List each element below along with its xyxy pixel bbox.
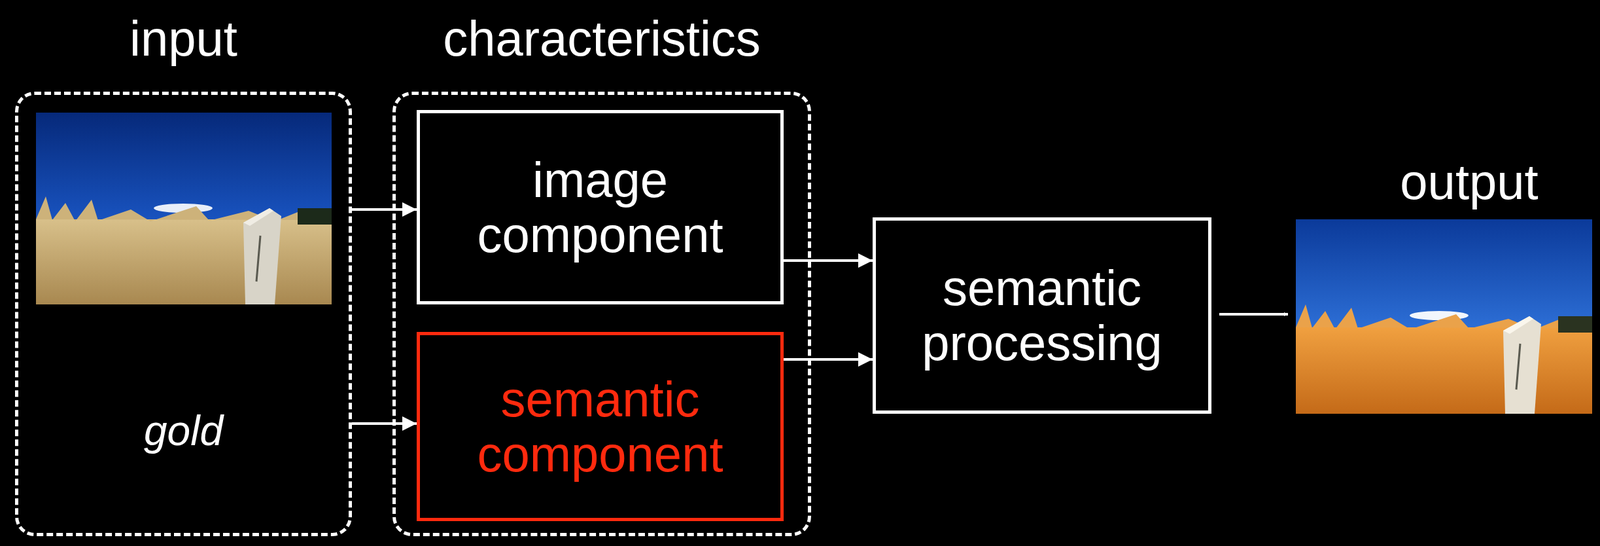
output-label: output	[1364, 154, 1574, 210]
process-box: semantic processing	[872, 217, 1212, 414]
flow-arrow	[351, 208, 417, 211]
flow-arrow	[783, 357, 873, 361]
group-heading: input	[0, 11, 375, 67]
output-photo	[1295, 219, 1593, 414]
box-label: semantic component	[435, 371, 765, 481]
component-box: image component	[416, 109, 784, 305]
input-group: inputgold	[15, 91, 352, 536]
flow-arrow	[783, 259, 873, 262]
input-word: gold	[18, 407, 349, 454]
box-label: semantic processing	[891, 260, 1193, 370]
output-arrow	[1219, 312, 1288, 316]
input-photo	[35, 112, 332, 305]
group-heading: characteristics	[356, 11, 848, 67]
flow-arrow	[351, 421, 417, 425]
box-label: image component	[435, 152, 765, 262]
characteristics-group: characteristicsimage componentsemantic c…	[392, 91, 812, 536]
component-box: semantic component	[416, 331, 784, 521]
